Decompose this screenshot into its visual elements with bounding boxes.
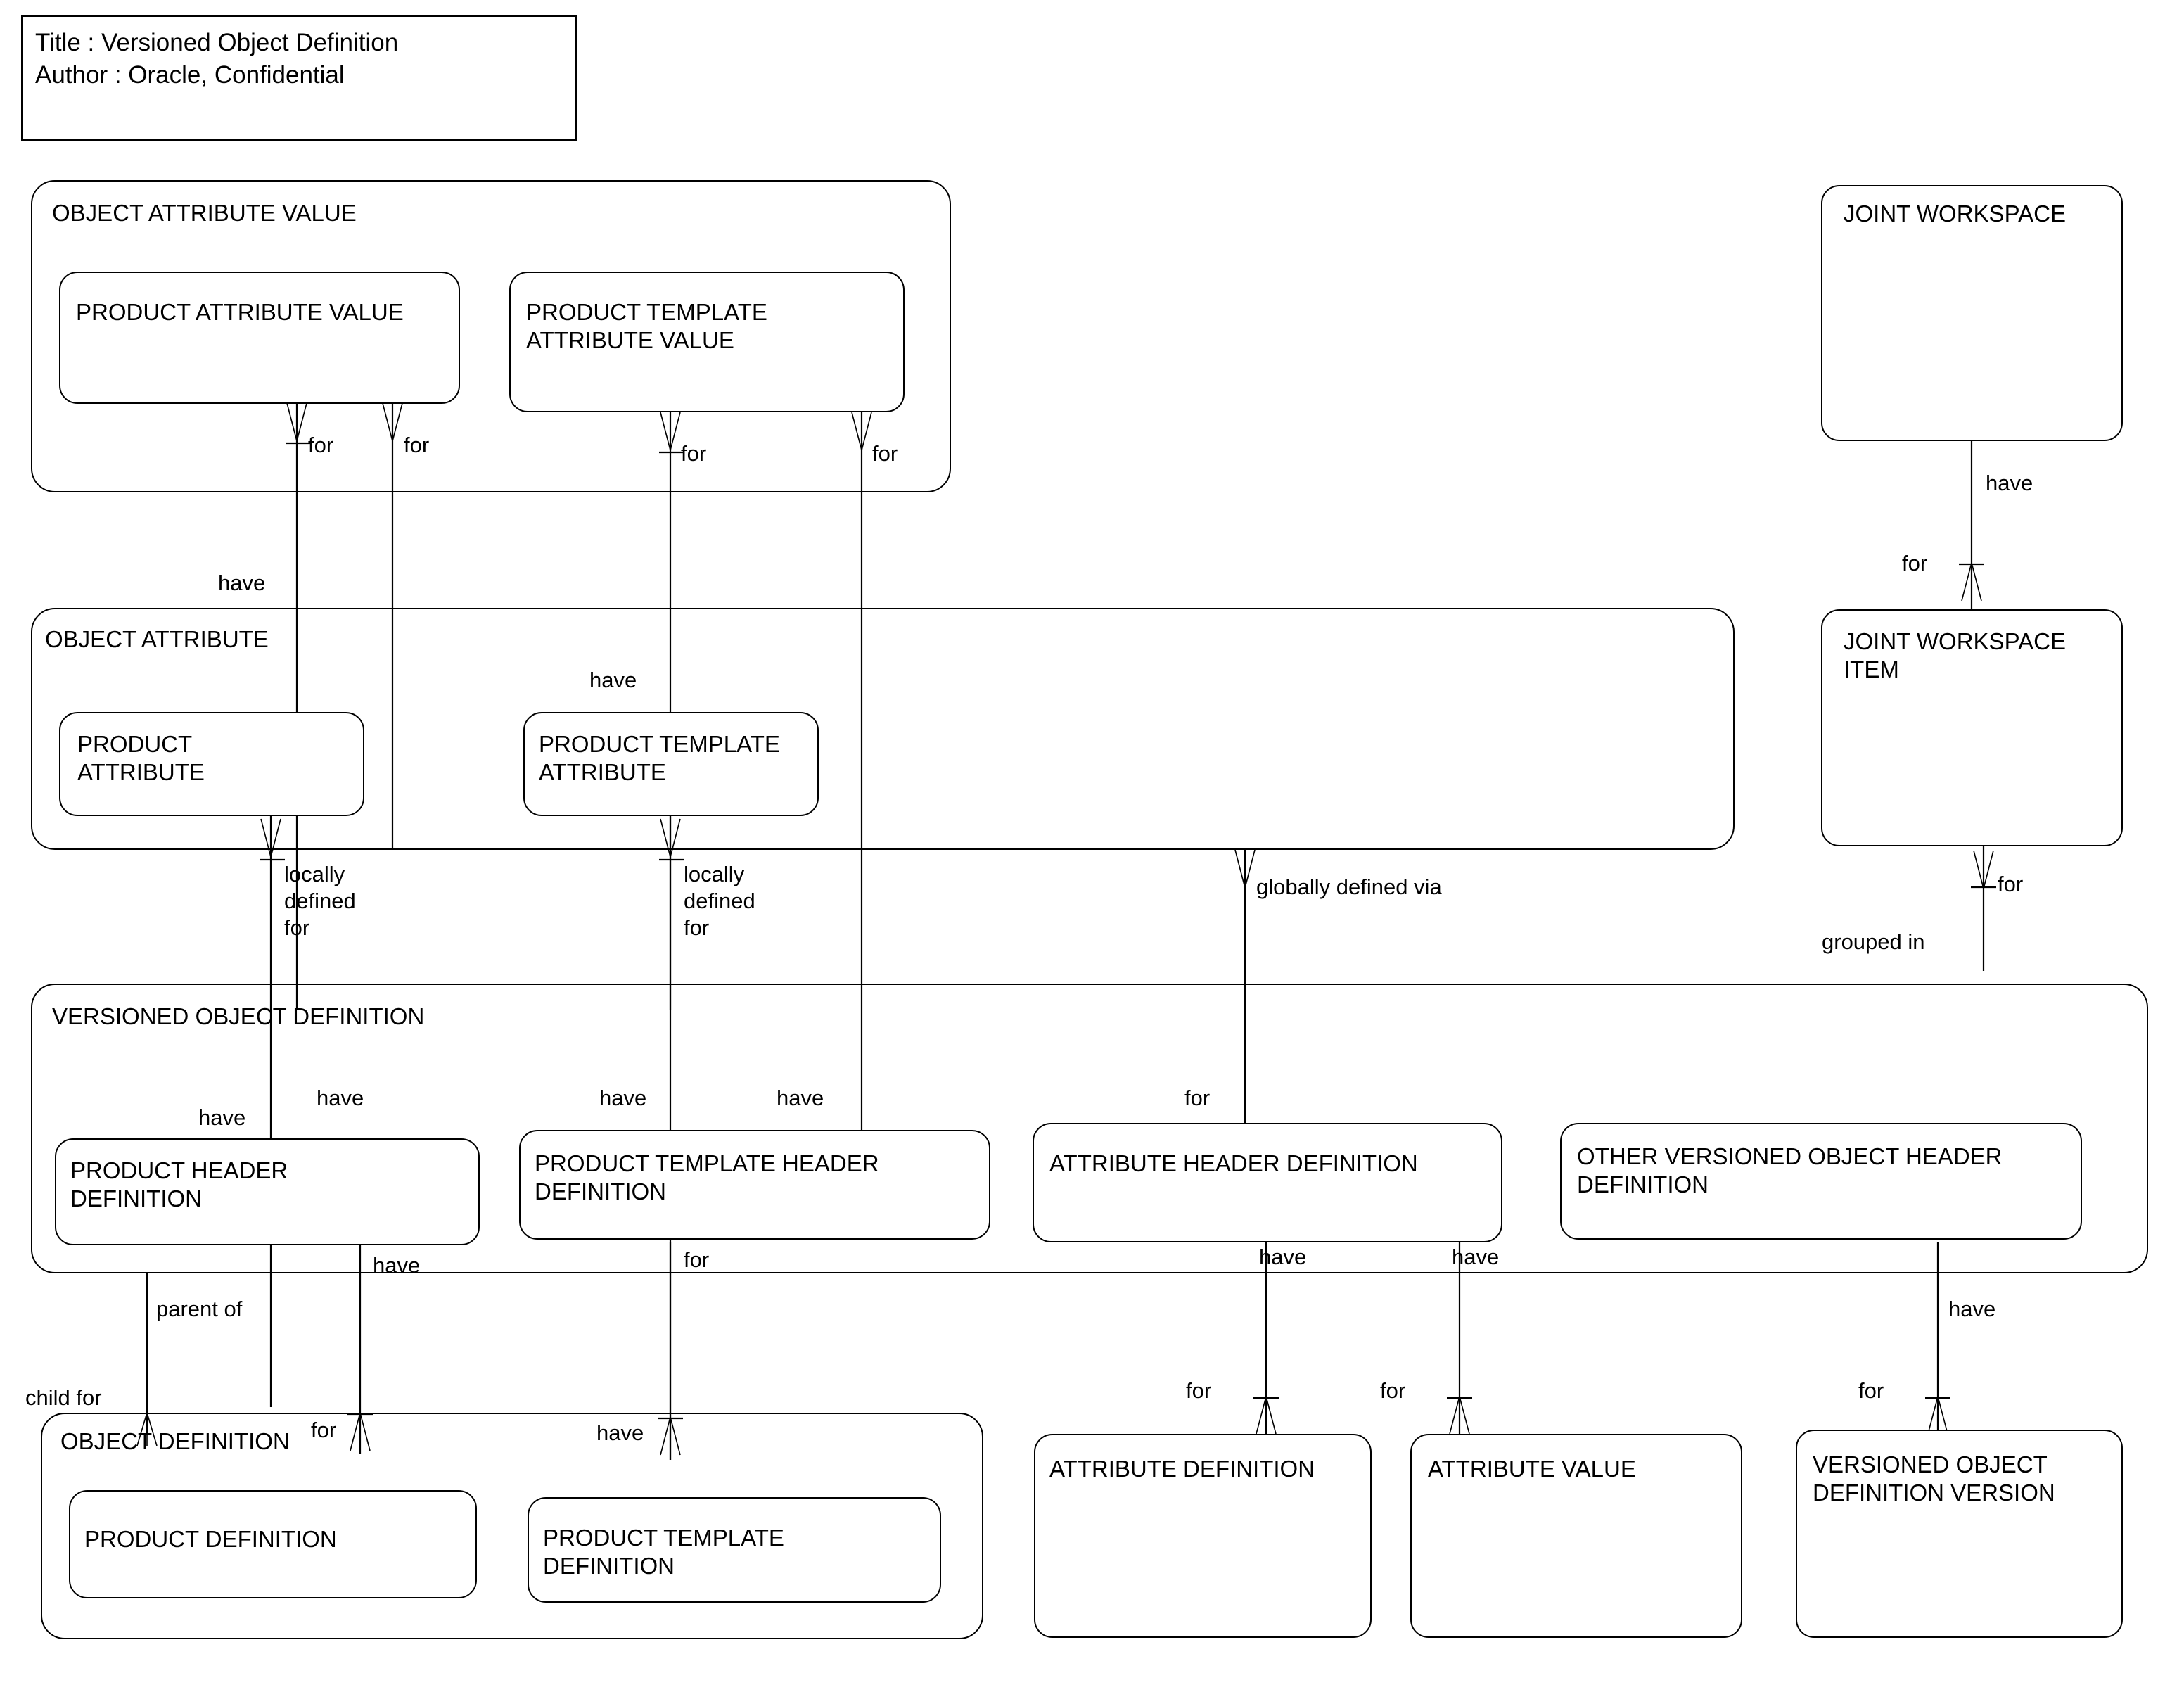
- entity-joint-workspace[interactable]: [1821, 185, 2123, 441]
- entity-product-template-definition[interactable]: [528, 1497, 941, 1603]
- rel-label-for-ptav-2: for: [872, 441, 898, 466]
- entity-product-template-attribute-value[interactable]: [509, 272, 905, 412]
- group-label-object-attribute-value: OBJECT ATTRIBUTE VALUE: [52, 200, 357, 226]
- group-object-attribute[interactable]: [31, 608, 1735, 850]
- entity-label-joint-workspace-item: JOINT WORKSPACE ITEM: [1844, 628, 2066, 683]
- entity-label-product-template-header-definition: PRODUCT TEMPLATE HEADER DEFINITION: [535, 1150, 879, 1205]
- rel-label-have-vod-2: have: [317, 1086, 364, 1110]
- entity-attribute-value[interactable]: [1410, 1434, 1742, 1638]
- diagram-author: Author : Oracle, Confidential: [35, 61, 345, 89]
- entity-label-joint-workspace: JOINT WORKSPACE: [1844, 201, 2066, 227]
- rel-label-have-vod-1: have: [198, 1105, 246, 1130]
- rel-label-locally-defined-for-mid: locally defined for: [684, 862, 755, 940]
- entity-label-versioned-object-definition-version: VERSIONED OBJECT DEFINITION VERSION: [1813, 1451, 2055, 1506]
- group-label-object-attribute: OBJECT ATTRIBUTE: [45, 626, 269, 652]
- rel-label-have-vod-3: have: [599, 1086, 647, 1110]
- entity-label-attribute-definition: ATTRIBUTE DEFINITION: [1049, 1456, 1315, 1482]
- entity-product-attribute-value[interactable]: [59, 272, 460, 404]
- entity-joint-workspace-item[interactable]: [1821, 609, 2123, 846]
- group-label-object-definition: OBJECT DEFINITION: [60, 1428, 290, 1454]
- rel-label-for-versioned-object-definition-version: for: [1858, 1378, 1884, 1403]
- group-object-definition[interactable]: [41, 1413, 983, 1639]
- rel-label-child-for: child for: [25, 1385, 102, 1410]
- rel-label-for-attribute-header-definition: for: [1184, 1086, 1211, 1110]
- rel-label-for-joint-workspace-item: for: [1902, 551, 1928, 576]
- rel-label-globally-defined-via: globally defined via: [1256, 875, 1442, 899]
- rel-label-have-product-template-definition: have: [596, 1420, 644, 1445]
- rel-label-for-ptav-1: for: [681, 441, 707, 466]
- entity-attribute-header-definition[interactable]: [1033, 1123, 1502, 1242]
- rel-label-have-attribute-header-definition-2: have: [1452, 1245, 1500, 1269]
- rel-label-have-joint-workspace: have: [1986, 471, 2033, 495]
- rel-label-grouped-in: grouped in: [1822, 929, 1925, 954]
- rel-label-parent-of: parent of: [156, 1297, 243, 1321]
- rel-label-have-attribute-header-definition-1: have: [1259, 1245, 1307, 1269]
- entity-label-product-template-attribute-value: PRODUCT TEMPLATE ATTRIBUTE VALUE: [526, 299, 767, 354]
- entity-attribute-definition[interactable]: [1034, 1434, 1372, 1638]
- rel-label-have-object-attribute-left: have: [218, 571, 266, 595]
- rel-label-have-object-attribute-mid: have: [589, 668, 637, 692]
- title-box: Title : Versioned Object Definition Auth…: [21, 15, 577, 141]
- entity-other-versioned-object-header-definition[interactable]: [1560, 1123, 2082, 1240]
- rel-label-for-product-template-header-definition: for: [684, 1247, 710, 1272]
- rel-label-for-pav-1: for: [308, 433, 334, 457]
- entity-product-definition[interactable]: [69, 1490, 477, 1598]
- entity-product-template-attribute[interactable]: [523, 712, 819, 816]
- entity-label-product-attribute-value: PRODUCT ATTRIBUTE VALUE: [76, 299, 404, 325]
- rel-label-for-attribute-value: for: [1380, 1378, 1406, 1403]
- entity-label-other-versioned-object-header-definition: OTHER VERSIONED OBJECT HEADER DEFINITION: [1577, 1143, 2003, 1198]
- entity-label-attribute-header-definition: ATTRIBUTE HEADER DEFINITION: [1049, 1150, 1418, 1176]
- rel-label-for-pav-2: for: [404, 433, 430, 457]
- rel-label-have-product-header-definition-bottom: have: [373, 1253, 421, 1278]
- rel-label-locally-defined-for-left: locally defined for: [284, 862, 356, 940]
- rel-label-for-object-definition: for: [311, 1418, 337, 1442]
- entity-label-product-template-attribute: PRODUCT TEMPLATE ATTRIBUTE: [539, 731, 780, 786]
- rel-label-for-attribute-definition: for: [1186, 1378, 1212, 1403]
- rel-label-have-vod-4: have: [777, 1086, 824, 1110]
- entity-label-product-template-definition: PRODUCT TEMPLATE DEFINITION: [543, 1525, 784, 1579]
- entity-label-product-header-definition: PRODUCT HEADER DEFINITION: [70, 1157, 288, 1212]
- entity-product-template-header-definition[interactable]: [519, 1130, 990, 1240]
- entity-label-product-attribute: PRODUCT ATTRIBUTE: [77, 731, 205, 786]
- entity-label-product-definition: PRODUCT DEFINITION: [84, 1526, 337, 1552]
- entity-product-attribute[interactable]: [59, 712, 364, 816]
- group-versioned-object-definition[interactable]: [31, 984, 2148, 1273]
- entity-label-attribute-value: ATTRIBUTE VALUE: [1428, 1456, 1636, 1482]
- group-label-versioned-object-definition: VERSIONED OBJECT DEFINITION: [52, 1003, 425, 1029]
- diagram-title: Title : Versioned Object Definition: [35, 29, 399, 56]
- entity-product-header-definition[interactable]: [55, 1138, 480, 1245]
- rel-label-for-joint-workspace-item-bottom: for: [1998, 872, 2024, 896]
- rel-label-have-other-versioned-object-header-definition: have: [1948, 1297, 1996, 1321]
- group-object-attribute-value[interactable]: [31, 180, 951, 492]
- entity-versioned-object-definition-version[interactable]: [1796, 1430, 2123, 1638]
